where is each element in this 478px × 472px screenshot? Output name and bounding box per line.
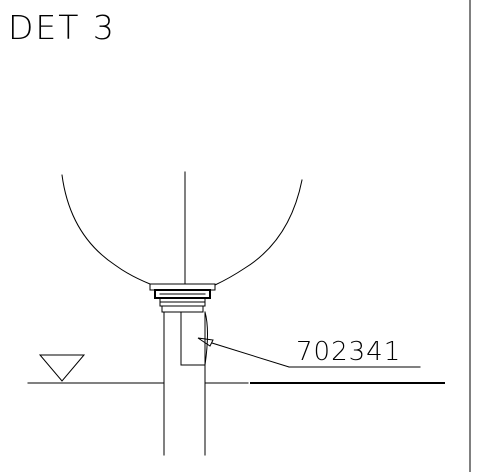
water-level-symbol: [27, 354, 445, 384]
detail-title: DET 3: [8, 8, 116, 47]
callout-label: 702341: [296, 337, 401, 367]
pipe: [163, 311, 206, 456]
tank-shell: [61, 171, 303, 286]
tank-flange: [149, 283, 216, 313]
callout-leader: [197, 337, 421, 368]
pipe-cutout: [180, 311, 208, 366]
